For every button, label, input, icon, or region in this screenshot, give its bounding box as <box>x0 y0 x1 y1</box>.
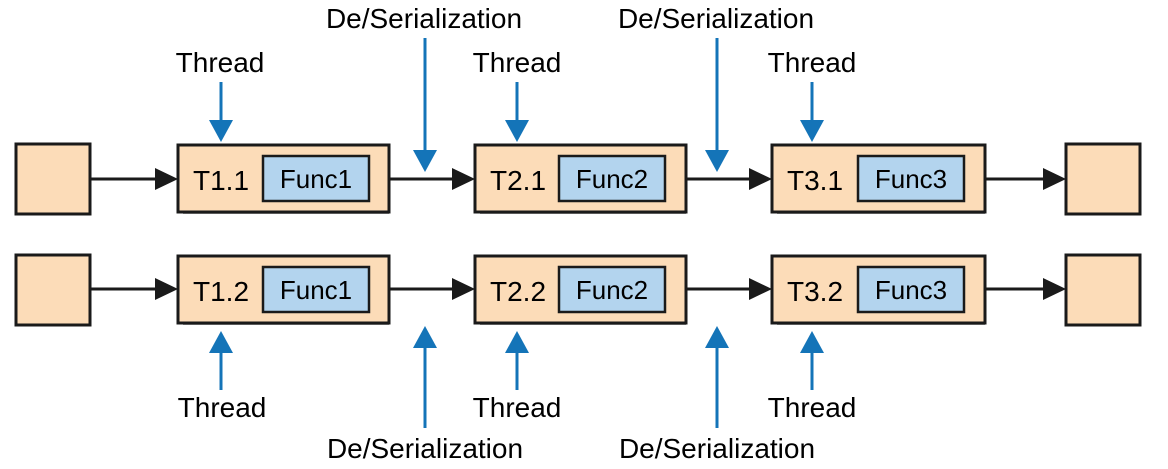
thread-label: Thread <box>176 47 265 78</box>
flow-arrow-head <box>1043 278 1066 300</box>
flow-arrow-head <box>155 278 178 300</box>
serialization-label: De/Serialization <box>619 433 815 464</box>
flow-arrow-head <box>452 168 475 190</box>
task-node: T1.1 Func1 <box>176 143 391 214</box>
thread-annotation: Thread <box>178 331 267 423</box>
task-node: T2.2 Func2 <box>473 254 688 325</box>
flow-arrow-head <box>749 278 772 300</box>
thread-label: Thread <box>178 392 267 423</box>
task-id: T2.2 <box>490 276 546 307</box>
source-box <box>14 253 92 327</box>
thread-arrow-head <box>209 331 233 353</box>
source-box <box>14 142 92 216</box>
function-label: Func1 <box>280 275 352 305</box>
flow-arrow-head <box>155 168 178 190</box>
serialization-annotation: De/Serialization <box>618 3 814 172</box>
flow-arrow-head <box>452 278 475 300</box>
thread-arrow-head <box>209 120 233 142</box>
thread-annotation: Thread <box>176 47 265 142</box>
task-id: T1.2 <box>193 276 249 307</box>
task-node: T1.2 Func1 <box>176 254 391 325</box>
sink-box <box>1064 142 1142 216</box>
task-id: T2.1 <box>490 165 546 196</box>
function-label: Func2 <box>576 275 648 305</box>
thread-label: Thread <box>473 47 562 78</box>
thread-arrow-head <box>505 331 529 353</box>
flow-arrows <box>90 168 1066 190</box>
thread-arrow-head <box>800 120 824 142</box>
function-label: Func1 <box>280 164 352 194</box>
serialization-arrow-head <box>413 326 437 348</box>
function-label: Func2 <box>576 164 648 194</box>
thread-label: Thread <box>473 392 562 423</box>
pipeline-row-2: T1.2 Func1 T2.2 Func2 T3.2 Func3 Thread <box>14 253 1142 464</box>
serialization-arrow-head <box>705 150 729 172</box>
serialization-annotation: De/Serialization <box>327 326 523 464</box>
serialization-label: De/Serialization <box>327 433 523 464</box>
thread-annotation: Thread <box>473 331 562 423</box>
serialization-label: De/Serialization <box>326 3 522 34</box>
task-node: T3.1 Func3 <box>770 143 987 214</box>
function-label: Func3 <box>875 275 947 305</box>
thread-annotation: Thread <box>768 331 857 423</box>
thread-label: Thread <box>768 392 857 423</box>
pipeline-row-1: T1.1 Func1 T2.1 Func2 T3.1 Func3 Thread <box>14 3 1142 216</box>
flow-arrow-head <box>749 168 772 190</box>
function-label: Func3 <box>875 164 947 194</box>
sink-box <box>1064 253 1142 327</box>
flow-arrows <box>90 278 1066 300</box>
task-id: T3.1 <box>787 165 843 196</box>
task-node: T3.2 Func3 <box>770 254 987 325</box>
serialization-arrow-head <box>413 150 437 172</box>
thread-annotation: Thread <box>768 47 857 142</box>
serialization-annotation: De/Serialization <box>326 3 522 172</box>
thread-arrow-head <box>505 120 529 142</box>
flow-arrow-head <box>1043 168 1066 190</box>
task-id: T3.2 <box>787 276 843 307</box>
serialization-label: De/Serialization <box>618 3 814 34</box>
serialization-arrow-head <box>705 326 729 348</box>
task-id: T1.1 <box>193 165 249 196</box>
serialization-annotation: De/Serialization <box>619 326 815 464</box>
thread-arrow-head <box>800 331 824 353</box>
thread-label: Thread <box>768 47 857 78</box>
thread-annotation: Thread <box>473 47 562 142</box>
task-node: T2.1 Func2 <box>473 143 688 214</box>
